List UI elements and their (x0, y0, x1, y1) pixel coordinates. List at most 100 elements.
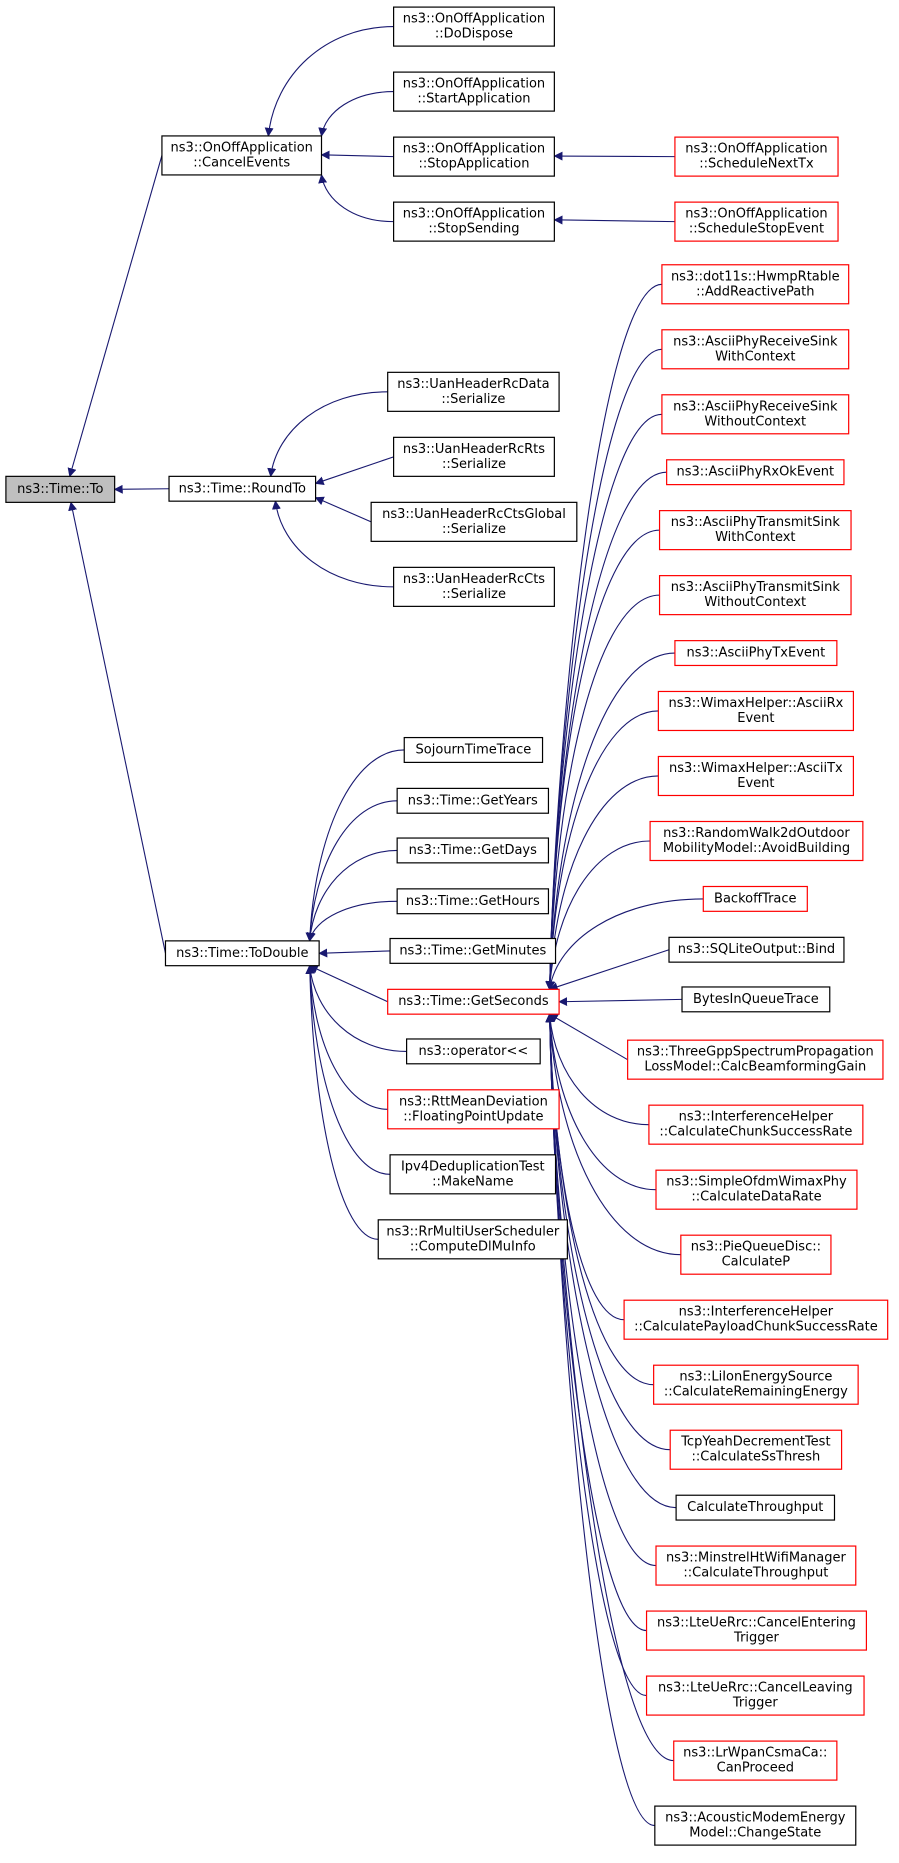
edge-getHours-to-toDouble (306, 900, 398, 942)
edge-asciiTxWith-to-getSeconds (545, 529, 660, 991)
node-label: ns3::UanHeaderRcRts (403, 442, 545, 457)
node-box (666, 459, 845, 486)
node-label: ns3::OnOffApplication (403, 12, 545, 27)
node-getSeconds[interactable]: ns3::Time::GetSeconds (387, 988, 560, 1015)
node-label: TcpYeahDecrementTest (680, 1435, 830, 1450)
node-bytesInQueue[interactable]: BytesInQueueTrace (681, 986, 831, 1013)
edge-sqlite-to-getSeconds (548, 949, 670, 992)
node-simpleOfdm[interactable]: ns3::SimpleOfdmWimaxPhy::CalculateDataRa… (655, 1169, 858, 1210)
node-label: ::Serialize (441, 392, 505, 407)
node-toDouble[interactable]: ns3::Time::ToDouble (164, 940, 320, 967)
node-interfPayload[interactable]: ns3::InterferenceHelper::CalculatePayloa… (623, 1299, 889, 1340)
node-asciiTxEvent[interactable]: ns3::AsciiPhyTxEvent (674, 640, 838, 667)
edge-sojourn-to-toDouble (305, 749, 405, 942)
node-getYears[interactable]: ns3::Time::GetYears (396, 787, 550, 814)
node-label: ns3::LiIonEnergySource (679, 1370, 832, 1385)
node-uanCts[interactable]: ns3::UanHeaderRcCts::Serialize (393, 566, 555, 607)
edge-stopSending-to-cancelEvents (318, 174, 394, 223)
edge-cancelEvents-to-to (67, 155, 163, 478)
node-acoustic[interactable]: ns3::AcousticModemEnergyModel::ChangeSta… (654, 1805, 857, 1846)
node-rrMulti[interactable]: ns3::RrMultiUserScheduler::ComputeDlMuIn… (377, 1219, 568, 1260)
node-ipv4Dedup[interactable]: Ipv4DeduplicationTest::MakeName (389, 1154, 557, 1195)
node-label: ns3::LteUeRrc::CancelLeaving (658, 1681, 853, 1696)
node-liIon[interactable]: ns3::LiIonEnergySource::CalculateRemaini… (653, 1364, 859, 1405)
node-label: ns3::UanHeaderRcCts (403, 572, 545, 587)
node-label: ::CalculatePayloadChunkSuccessRate (634, 1320, 878, 1335)
node-stopApp[interactable]: ns3::OnOffApplication::StopApplication (393, 136, 555, 177)
edge-uanCts-to-roundTo (271, 500, 394, 588)
node-label: ns3::ThreeGppSpectrumPropagation (637, 1045, 874, 1060)
node-box (393, 201, 555, 242)
node-randomWalk[interactable]: ns3::RandomWalk2dOutdoorMobilityModel::A… (649, 820, 864, 862)
node-interfChunk[interactable]: ns3::InterferenceHelper::CalculateChunkS… (648, 1104, 864, 1145)
node-uanRts[interactable]: ns3::UanHeaderRcRts::Serialize (393, 436, 555, 477)
node-pieQueue[interactable]: ns3::PieQueueDisc::CalculateP (680, 1234, 832, 1275)
edge-bytesInQueue-to-getSeconds (558, 997, 683, 1007)
node-getHours[interactable]: ns3::Time::GetHours (396, 888, 550, 915)
edge-stopApp-to-cancelEvents (320, 150, 394, 160)
node-box (387, 371, 560, 412)
node-box (649, 820, 864, 862)
node-label: ns3::Time::GetYears (408, 793, 538, 808)
node-label: ::CalculateSsThresh (692, 1450, 821, 1465)
node-getDays[interactable]: ns3::Time::GetDays (396, 837, 550, 864)
edges-layer (67, 26, 704, 1827)
node-label: ns3::InterferenceHelper (679, 1110, 834, 1125)
node-tcpYeah[interactable]: TcpYeahDecrementTest::CalculateSsThresh (669, 1429, 843, 1470)
node-rttMean[interactable]: ns3::RttMeanDeviation::FloatingPointUpda… (387, 1089, 560, 1130)
node-getMinutes[interactable]: ns3::Time::GetMinutes (389, 937, 557, 964)
node-sojourn[interactable]: SojournTimeTrace (403, 736, 544, 763)
node-label: CalculateP (722, 1255, 791, 1270)
node-backoff[interactable]: BackoffTrace (702, 885, 808, 912)
node-lrWpan[interactable]: ns3::LrWpanCsmaCa::CanProceed (673, 1740, 838, 1781)
node-stopSending[interactable]: ns3::OnOffApplication::StopSending (393, 201, 555, 242)
node-label: ::CancelEvents (193, 155, 290, 170)
node-label: Trigger (733, 1631, 779, 1646)
node-box (393, 71, 555, 112)
node-label: WithContext (715, 349, 795, 364)
node-doDispose[interactable]: ns3::OnOffApplication::DoDispose (393, 6, 555, 47)
node-label: Event (737, 776, 774, 791)
node-label: ns3::WimaxHelper::AsciiRx (668, 696, 843, 711)
node-uanData[interactable]: ns3::UanHeaderRcData::Serialize (387, 371, 560, 412)
node-label: ::CalculateThroughput (683, 1566, 828, 1581)
node-label: ns3::UanHeaderRcCtsGlobal (382, 507, 566, 522)
node-label: ns3::Time::GetSeconds (398, 994, 549, 1009)
node-operatorLL[interactable]: ns3::operator<< (406, 1038, 541, 1065)
edge-getMinutes-to-toDouble (318, 948, 391, 958)
node-scheduleStopEvent[interactable]: ns3::OnOffApplication::ScheduleStopEvent (674, 201, 839, 242)
node-box (393, 436, 555, 477)
node-scheduleNextTx[interactable]: ns3::OnOffApplication::ScheduleNextTx (674, 136, 839, 177)
node-label: ::Serialize (442, 587, 506, 602)
node-box (645, 1610, 868, 1651)
node-label: ns3::OnOffApplication (685, 142, 827, 157)
node-box (681, 986, 831, 1013)
edge-interfChunk-to-getSeconds (545, 1013, 649, 1126)
node-asciiRxOk[interactable]: ns3::AsciiPhyRxOkEvent (666, 459, 845, 486)
node-minstrel[interactable]: ns3::MinstrelHtWifiManager::CalculateThr… (655, 1545, 857, 1586)
node-sqlite[interactable]: ns3::SQLiteOutput::Bind (668, 936, 845, 963)
node-label: ::StartApplication (417, 92, 530, 107)
node-box (674, 136, 839, 177)
node-startApp[interactable]: ns3::OnOffApplication::StartApplication (393, 71, 555, 112)
node-label: ::ComputeDlMuInfo (410, 1239, 536, 1254)
node-cancelEvents[interactable]: ns3::OnOffApplication::CancelEvents (161, 135, 323, 176)
node-box (653, 1364, 859, 1405)
node-uanCtsGlobal[interactable]: ns3::UanHeaderRcCtsGlobal::Serialize (370, 501, 578, 542)
node-label: ns3::Time::GetMinutes (399, 943, 546, 958)
node-box (389, 1154, 557, 1195)
node-calcThroughput[interactable]: CalculateThroughput (675, 1494, 836, 1521)
node-hwmp[interactable]: ns3::dot11s::HwmpRtable::AddReactivePath (661, 264, 850, 305)
node-threeGpp[interactable]: ns3::ThreeGppSpectrumPropagationLossMode… (627, 1039, 884, 1080)
node-box (674, 640, 838, 667)
node-roundTo[interactable]: ns3::Time::RoundTo (168, 475, 317, 502)
node-box (393, 136, 555, 177)
